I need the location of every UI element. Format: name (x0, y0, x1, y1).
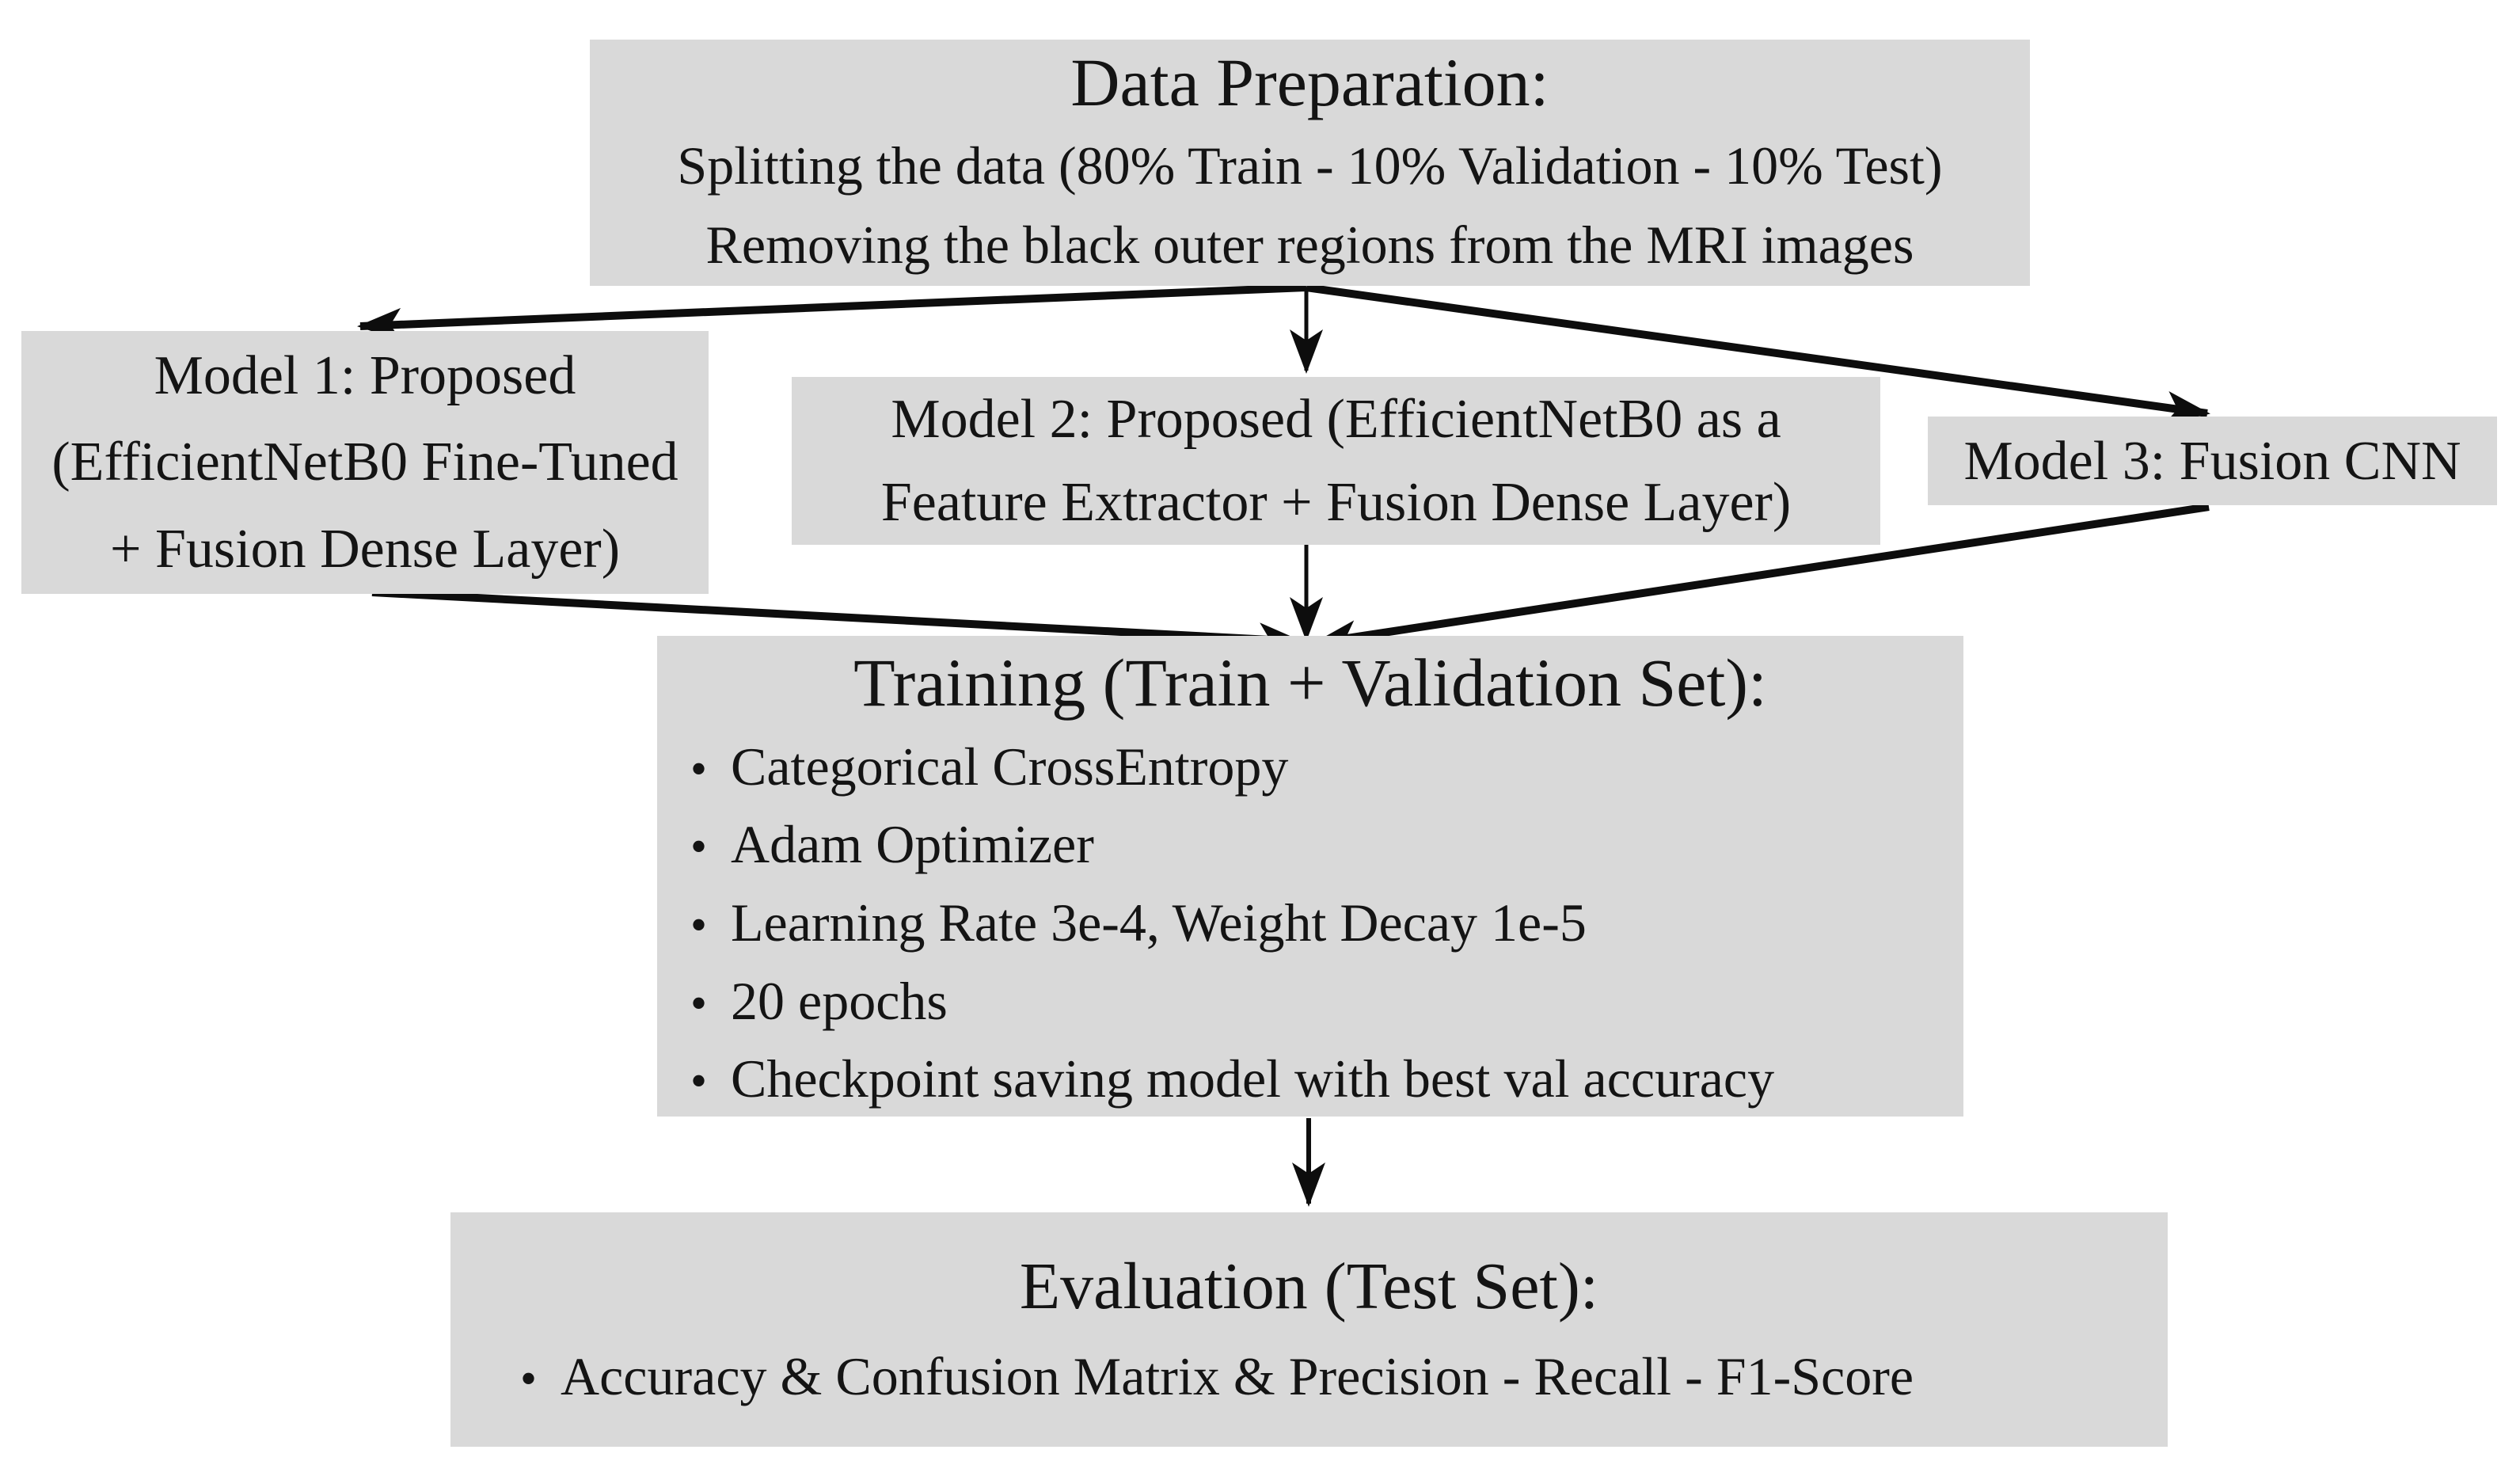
training-title: Training (Train + Validation Set): (853, 645, 1767, 721)
bullet-dot: • (520, 1353, 538, 1406)
training-bullet-row: • 20 epochs (657, 962, 1963, 1041)
model-1-line: + Fusion Dense Layer) (109, 518, 621, 580)
bullet-dot: • (690, 820, 708, 873)
training-bullet-row: • Categorical CrossEntropy (657, 728, 1963, 806)
node-model-1: Model 1: Proposed (EfficientNetB0 Fine-T… (21, 331, 709, 594)
model-3-label: Model 3: Fusion CNN (1963, 430, 2461, 492)
data-preparation-line: Removing the black outer regions from th… (705, 215, 1914, 276)
evaluation-bullet-text: Accuracy & Confusion Matrix & Precision … (561, 1346, 1914, 1407)
arrow-dataprep-to-model1 (357, 283, 1307, 341)
evaluation-title: Evaluation (Test Set): (1019, 1250, 1599, 1324)
training-bullet-text: 20 epochs (731, 970, 948, 1031)
node-training: Training (Train + Validation Set): • Cat… (657, 636, 1963, 1117)
bullet-dot: • (690, 1055, 708, 1108)
arrow-model1-to-training (371, 588, 1303, 656)
bullet-dot: • (690, 742, 708, 795)
training-bullet-row: • Learning Rate 3e-4, Weight Decay 1e-5 (657, 884, 1963, 962)
bullet-dot: • (690, 976, 708, 1029)
training-bullet-row: • Adam Optimizer (657, 805, 1963, 884)
model-2-line: Feature Extractor + Fusion Dense Layer) (880, 472, 1792, 533)
node-data-preparation: Data Preparation: Splitting the data (80… (590, 40, 2030, 286)
node-model-3: Model 3: Fusion CNN (1928, 417, 2497, 505)
model-1-line: (EfficientNetB0 Fine-Tuned (51, 432, 678, 493)
training-bullet-text: Categorical CrossEntropy (731, 736, 1289, 797)
evaluation-bullet-row: • Accuracy & Confusion Matrix & Precisio… (450, 1337, 2168, 1416)
training-bullet-text: Checkpoint saving model with best val ac… (731, 1048, 1775, 1109)
data-preparation-title: Data Preparation: (1070, 44, 1549, 121)
training-bullet-text: Adam Optimizer (731, 814, 1094, 875)
bullet-dot: • (690, 898, 708, 951)
node-evaluation: Evaluation (Test Set): • Accuracy & Conf… (450, 1212, 2168, 1447)
data-preparation-line: Splitting the data (80% Train - 10% Vali… (677, 135, 1943, 196)
model-1-line: Model 1: Proposed (154, 345, 576, 407)
training-bullet-row: • Checkpoint saving model with best val … (657, 1040, 1963, 1118)
model-2-line: Model 2: Proposed (EfficientNetB0 as a (891, 389, 1781, 450)
training-bullet-text: Learning Rate 3e-4, Weight Decay 1e-5 (731, 892, 1587, 953)
node-model-2: Model 2: Proposed (EfficientNetB0 as a F… (792, 377, 1880, 545)
